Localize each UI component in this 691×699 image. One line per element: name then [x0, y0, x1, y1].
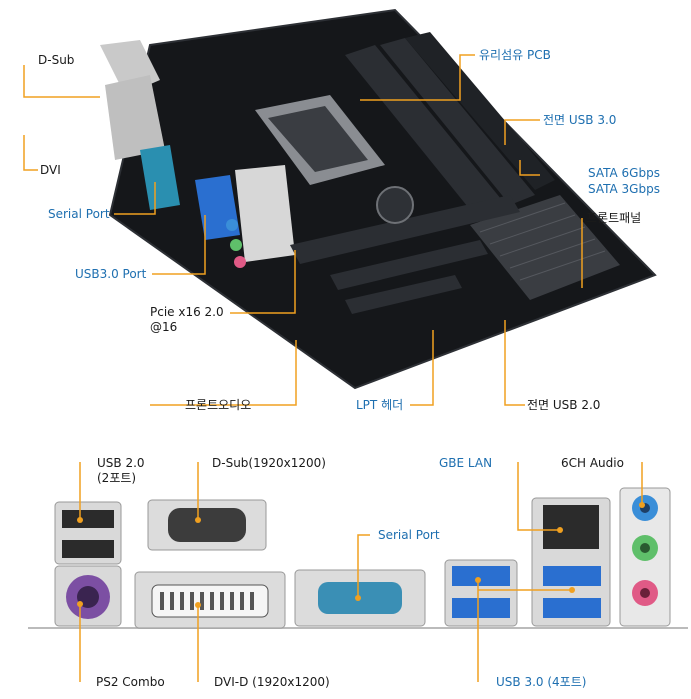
dimm-slots: [345, 32, 555, 222]
label-dvi: DVI: [40, 163, 61, 177]
rear-io-cluster: [100, 40, 295, 268]
label-serial-port: Serial Port: [48, 207, 110, 221]
ps2-port: [54, 565, 122, 627]
usb20-ports: [54, 501, 122, 565]
label-pcie: Pcie x16 2.0 @16: [150, 305, 224, 334]
lan-usb30-block: [531, 497, 611, 627]
label-io-serial: Serial Port: [378, 528, 440, 542]
label-io-dsub: D-Sub(1920x1200): [212, 456, 326, 470]
audio-jacks: [619, 487, 671, 627]
io-leader-lines: [79, 462, 643, 682]
label-front-panel: 프론트패널: [586, 211, 642, 225]
label-io-ps2: PS2 Combo: [96, 675, 165, 689]
usb30-ports-left: [444, 559, 518, 627]
board-leader-lines: [23, 54, 583, 406]
label-front-usb30: 전면 USB 3.0: [543, 113, 617, 127]
label-front-audio: 프론트오디오: [185, 398, 252, 412]
label-io-audio: 6CH Audio: [561, 456, 624, 470]
label-usb30-port: USB3.0 Port: [75, 267, 147, 281]
label-io-usb30: USB 3.0 (4포트): [496, 675, 587, 689]
heatsink-fins: [479, 202, 606, 281]
cpu-socket: [255, 95, 385, 185]
label-io-usb20: USB 2.0 (2포트): [97, 456, 145, 485]
vga-port: [147, 499, 267, 551]
dvi-port: [134, 571, 286, 629]
label-sata6: SATA 6Gbps: [588, 166, 660, 180]
label-front-usb20: 전면 USB 2.0: [527, 398, 601, 412]
serial-port-block: [140, 145, 180, 210]
label-lpt-header: LPT 헤더: [356, 398, 404, 412]
pcie-slots: [290, 195, 520, 314]
label-io-dvid: DVI-D (1920x1200): [214, 675, 330, 689]
cmos-battery: [376, 186, 414, 224]
label-sata3: SATA 3Gbps: [588, 182, 660, 196]
label-dsub: D-Sub: [38, 53, 75, 67]
label-glass-pcb: 유리섬유 PCB: [479, 48, 551, 62]
label-io-gbe-lan: GBE LAN: [439, 456, 493, 470]
lan-audio-block: [235, 165, 295, 262]
